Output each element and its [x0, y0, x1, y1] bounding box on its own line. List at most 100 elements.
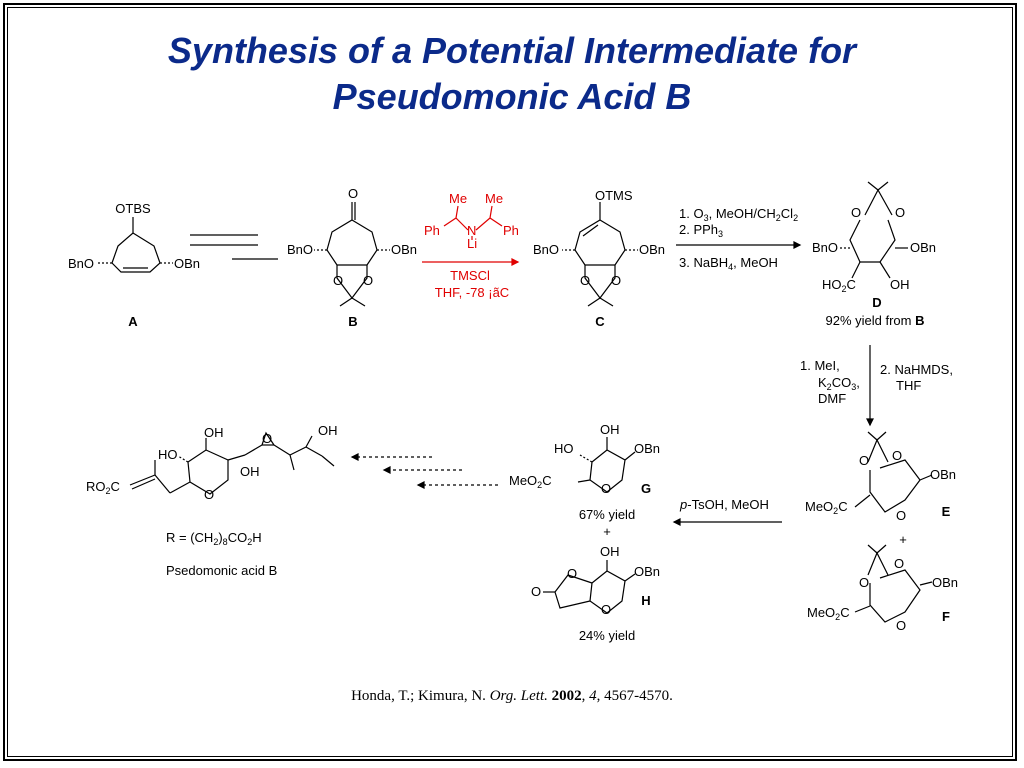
- base-li-label: Li: [467, 236, 477, 251]
- d-acid-label: HO2C: [822, 277, 856, 294]
- compound-a-structure: [97, 217, 173, 273]
- f-o2-label: O: [894, 556, 904, 571]
- b-carbonyl-o: O: [348, 186, 358, 201]
- reagent-d-e-left1: 1. MeI,: [800, 358, 840, 373]
- d-o1-label: O: [851, 205, 861, 220]
- c-obn-label: OBn: [639, 242, 665, 257]
- base-n-label: N: [467, 223, 476, 238]
- chiral-base-structure: [443, 205, 503, 240]
- compound-c-structure: [562, 202, 638, 307]
- compound-g-id: G: [641, 481, 651, 496]
- a-otbs-label: OTBS: [115, 201, 151, 216]
- compound-f-id: F: [942, 609, 950, 624]
- pa-ho-label: HO: [158, 447, 178, 462]
- slide-title: Synthesis of a Potential Intermediate fo…: [0, 28, 1024, 120]
- compound-h-id: H: [641, 593, 650, 608]
- compound-b-id: B: [348, 314, 357, 329]
- b-o2-label: O: [363, 273, 373, 288]
- reagent-b-c-line1: TMSCl: [450, 268, 490, 283]
- e-obn-label: OBn: [930, 467, 956, 482]
- h-obn-label: OBn: [634, 564, 660, 579]
- compound-b-structure: [314, 202, 390, 307]
- reagent-b-c-line2: THF, -78 ¡ãC: [435, 285, 509, 300]
- d-o2-label: O: [895, 205, 905, 220]
- arrows-a-to-b: [190, 234, 278, 260]
- h-yield: 24% yield: [579, 628, 635, 643]
- pa-r-definition: R = (CH2)8CO2H: [166, 530, 262, 547]
- g-ring-o: O: [601, 481, 611, 496]
- e-ester-label: MeO2C: [805, 499, 848, 516]
- reagent-c-d-line2: 2. PPh3: [679, 222, 723, 239]
- pa-oh-right: OH: [318, 423, 338, 438]
- compound-a-id: A: [128, 314, 138, 329]
- e-o2-label: O: [892, 448, 902, 463]
- reagent-d-e-left2: K2CO3,: [818, 375, 860, 392]
- slide-frame: [3, 3, 1017, 761]
- reagent-d-e-left3: DMF: [818, 391, 846, 406]
- compound-e-structure: [854, 431, 933, 513]
- a-bno-label: BnO: [68, 256, 94, 271]
- compound-h-structure: [543, 560, 636, 614]
- f-obn-label: OBn: [932, 575, 958, 590]
- arrow-e-to-g: [672, 518, 782, 526]
- pa-ester-label: RO2C: [86, 479, 120, 496]
- dashed-arrows-to-target: [350, 453, 498, 489]
- b-o1-label: O: [333, 273, 343, 288]
- pa-oh-mid: OH: [240, 464, 260, 479]
- arrow-c-to-d: [676, 241, 802, 249]
- g-obn-label: OBn: [634, 441, 660, 456]
- compound-c-id: C: [595, 314, 605, 329]
- a-obn-label: OBn: [174, 256, 200, 271]
- c-o2-label: O: [611, 273, 621, 288]
- base-me-left: Me: [449, 191, 467, 206]
- reagent-c-d-line3: 3. NaBH4, MeOH: [679, 255, 778, 272]
- g-oh-label: OH: [600, 422, 620, 437]
- b-bno-label: BnO: [287, 242, 313, 257]
- e-ring-o: O: [896, 508, 906, 523]
- g-ester-label: MeO2C: [509, 473, 552, 490]
- pa-ring-o: O: [204, 487, 214, 502]
- reagent-e-g: p-TsOH, MeOH: [679, 497, 769, 512]
- compound-e-id: E: [942, 504, 951, 519]
- d-bno-label: BnO: [812, 240, 838, 255]
- ref-authors: Honda, T.; Kimura, N.: [351, 688, 490, 704]
- compound-d-id: D: [872, 295, 881, 310]
- base-ph-right: Ph: [503, 223, 519, 238]
- c-bno-label: BnO: [533, 242, 559, 257]
- compound-d-structure: [838, 181, 908, 279]
- compound-f-structure: [854, 544, 933, 623]
- pa-name: Psedomonic acid B: [166, 563, 277, 578]
- c-o1-label: O: [580, 273, 590, 288]
- f-ester-label: MeO2C: [807, 605, 850, 622]
- h-lactone-o: O: [567, 566, 577, 581]
- reagent-d-e-right1: 2. NaHMDS,: [880, 362, 953, 377]
- pa-oh-top: OH: [204, 425, 224, 440]
- g-h-plus: +: [603, 524, 611, 539]
- pseudomonic-acid-structure: [129, 431, 335, 495]
- g-ho-label: HO: [554, 441, 574, 456]
- d-yield-text: 92% yield from B: [826, 313, 925, 328]
- d-oh-label: OH: [890, 277, 910, 292]
- e-o1-label: O: [859, 453, 869, 468]
- d-obn-label: OBn: [910, 240, 936, 255]
- h-oh-label: OH: [600, 544, 620, 559]
- f-o1-label: O: [859, 575, 869, 590]
- title-line-2: Pseudomonic Acid B: [332, 76, 692, 117]
- base-ph-left: Ph: [424, 223, 440, 238]
- g-yield: 67% yield: [579, 507, 635, 522]
- base-me-right: Me: [485, 191, 503, 206]
- ref-year: 2002: [551, 688, 582, 704]
- pa-epoxide-o: O: [262, 431, 272, 446]
- h-carbonyl-o: O: [531, 584, 541, 599]
- f-ring-o: O: [896, 618, 906, 633]
- ref-volume: 4: [589, 688, 597, 704]
- ref-journal: Org. Lett.: [489, 688, 548, 704]
- title-line-1: Synthesis of a Potential Intermediate fo…: [167, 30, 857, 71]
- reagent-d-e-right2: THF: [896, 378, 921, 393]
- ref-pages: , 4567-4570.: [596, 688, 673, 704]
- b-obn-label: OBn: [391, 242, 417, 257]
- reference-citation: Honda, T.; Kimura, N. Org. Lett. 2002 , 4…: [351, 688, 673, 704]
- compound-g-structure: [577, 437, 636, 493]
- e-f-plus: +: [899, 532, 907, 547]
